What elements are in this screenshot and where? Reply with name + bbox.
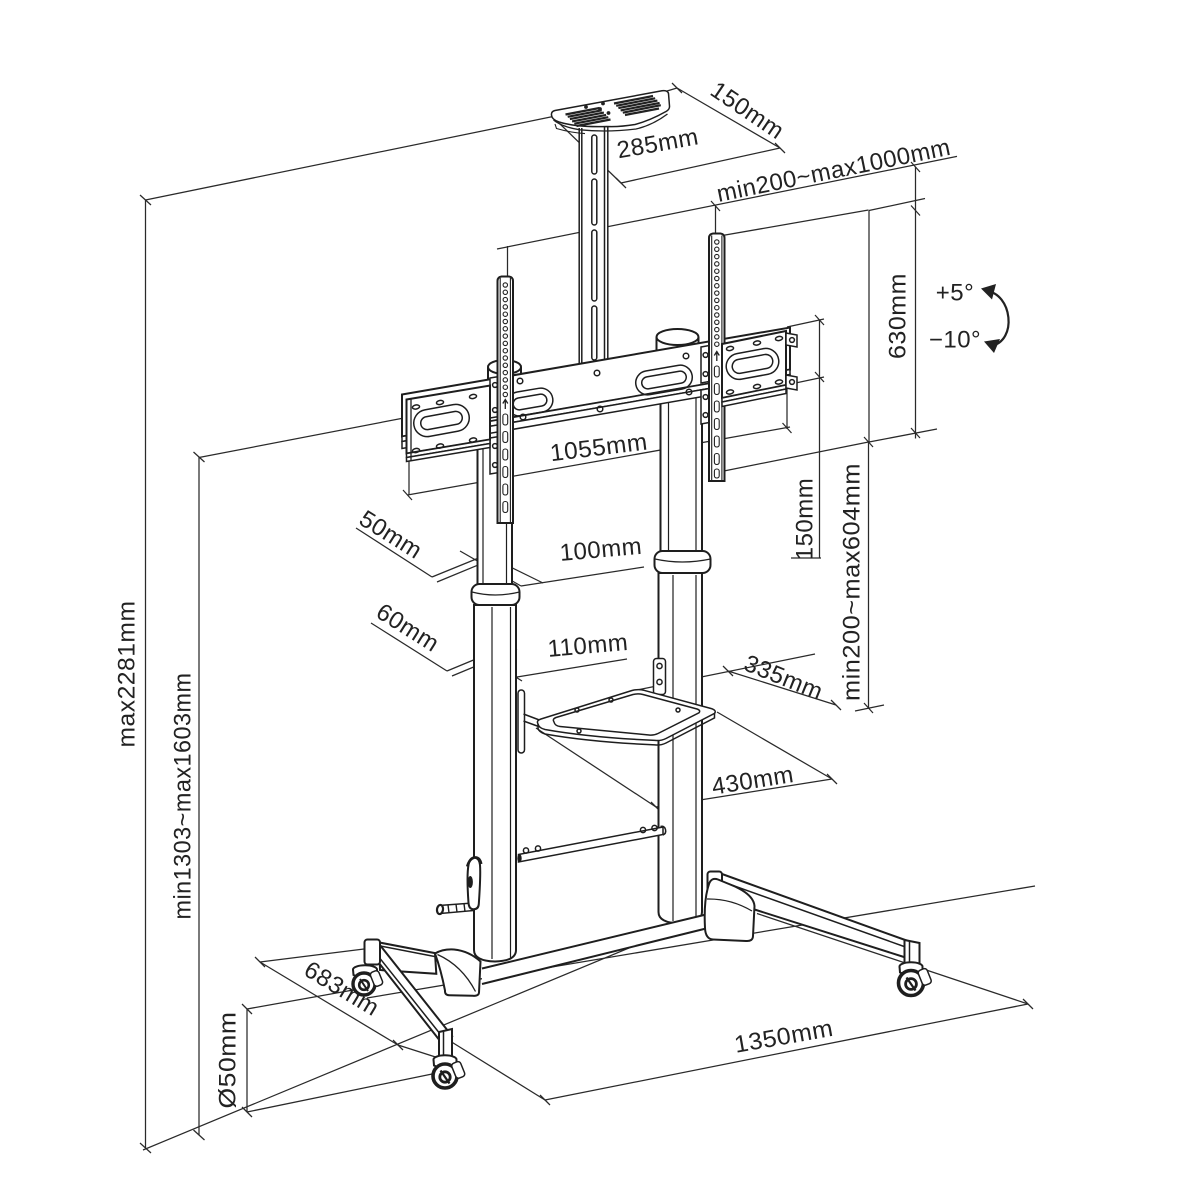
svg-text:+5°: +5°: [936, 279, 974, 306]
svg-text:min1303~max1603mm: min1303~max1603mm: [169, 673, 196, 920]
svg-text:630mm: 630mm: [884, 273, 911, 359]
svg-text:150mm: 150mm: [791, 478, 818, 561]
svg-text:min200~max604mm: min200~max604mm: [838, 463, 865, 701]
svg-text:max2281mm: max2281mm: [113, 601, 140, 748]
svg-text:Ø50mm: Ø50mm: [214, 1012, 241, 1109]
svg-text:−10°: −10°: [929, 326, 981, 353]
